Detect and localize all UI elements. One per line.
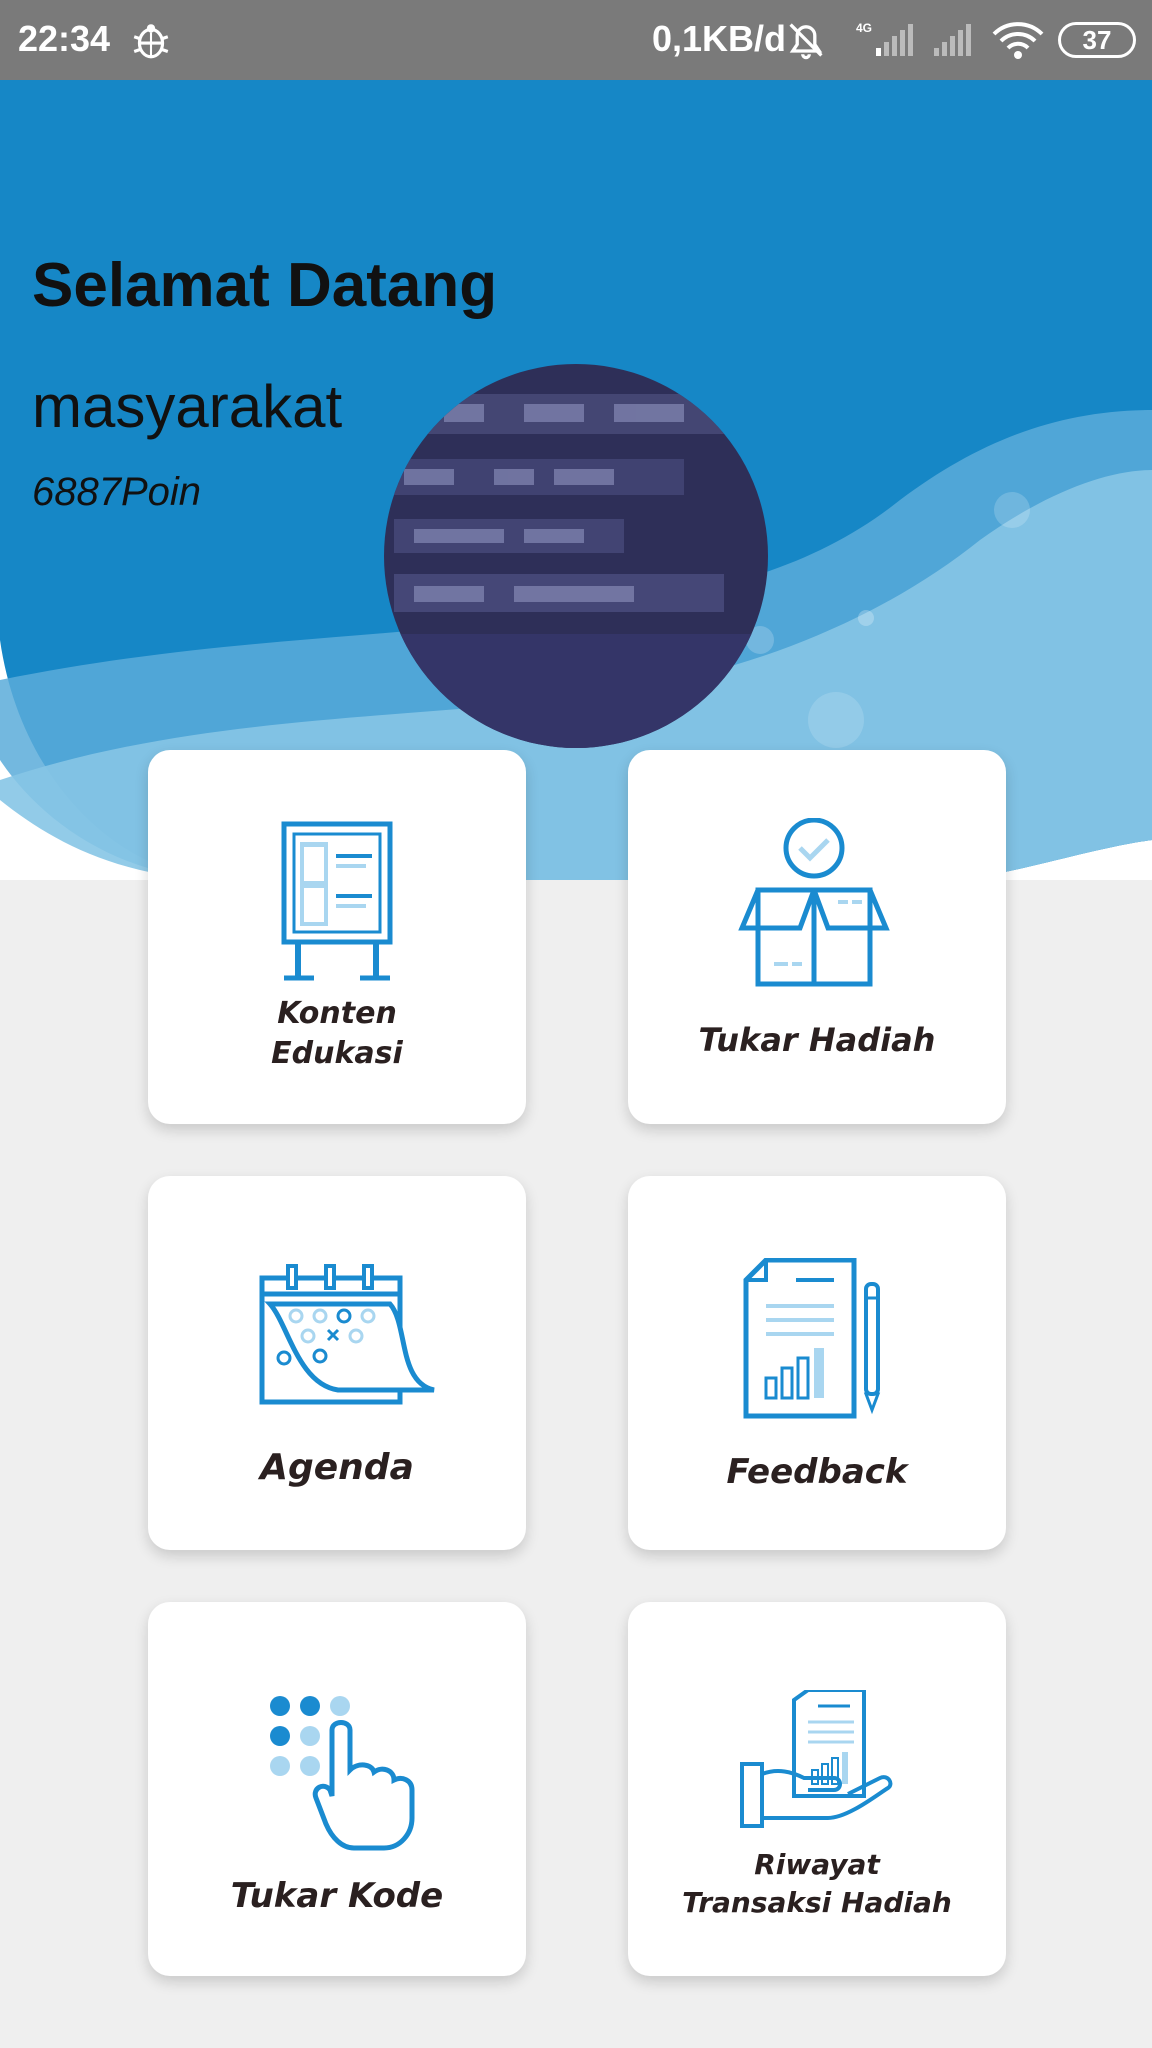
menu-label: Riwayat Transaksi Hadiah — [682, 1848, 952, 1919]
keypad-tap-icon — [270, 1696, 415, 1851]
signal-icon — [934, 24, 971, 56]
notice-board-icon — [281, 821, 393, 981]
menu-label: Feedback — [726, 1452, 908, 1492]
debug-bug-icon — [133, 24, 169, 59]
report-document-icon — [743, 1258, 881, 1419]
points-balance: 6887Poin — [32, 470, 202, 514]
menu-label: Tukar Kode — [230, 1876, 444, 1916]
menu-riwayat-transaksi[interactable]: Riwayat Transaksi Hadiah — [628, 1602, 1006, 1976]
menu-konten-edukasi[interactable]: Konten Edukasi — [148, 750, 526, 1124]
menu-agenda[interactable]: Agenda — [148, 1176, 526, 1550]
status-time: 22:34 — [18, 18, 111, 59]
avatar-photo — [384, 364, 768, 748]
wifi-icon — [992, 22, 1044, 59]
menu-label: Agenda — [260, 1447, 414, 1488]
calendar-icon — [259, 1264, 435, 1405]
avatar[interactable] — [384, 364, 768, 748]
gift-box-icon — [738, 818, 890, 987]
battery-icon: 37 — [1058, 22, 1136, 58]
hand-document-icon — [740, 1690, 893, 1828]
menu-label: Konten Edukasi — [271, 996, 403, 1071]
username: masyarakat — [32, 373, 343, 440]
signal-4g-icon: 4G — [856, 21, 913, 56]
status-bar: 22:34 0,1KB/d 4G 37 — [0, 0, 1152, 80]
network-speed: 0,1KB/d — [652, 18, 787, 59]
menu-label: Tukar Hadiah — [698, 1021, 936, 1059]
welcome-title: Selamat Datang — [32, 251, 498, 320]
svg-text:4G: 4G — [856, 21, 872, 35]
bell-off-icon — [789, 23, 823, 60]
menu-tukar-kode[interactable]: Tukar Kode — [148, 1602, 526, 1976]
menu-tukar-hadiah[interactable]: Tukar Hadiah — [628, 750, 1006, 1124]
menu-feedback[interactable]: Feedback — [628, 1176, 1006, 1550]
